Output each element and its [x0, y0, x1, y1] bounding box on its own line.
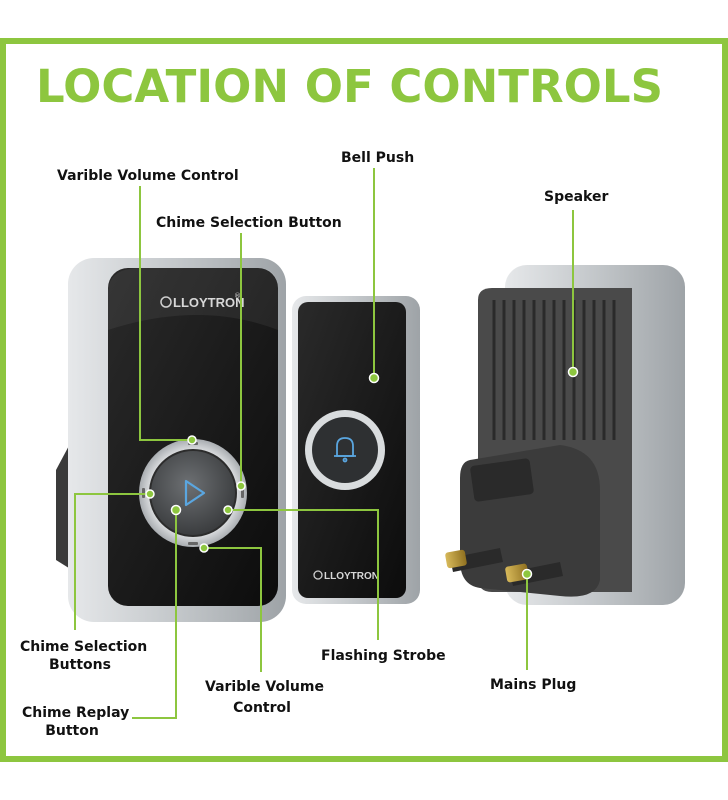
label-chime-selection-buttons-line2: Buttons: [49, 657, 111, 673]
bell-push-brand-logo: LLOYTRON: [313, 570, 379, 582]
replay-button[interactable]: [149, 449, 237, 537]
leader-lines: [74, 168, 574, 719]
label-speaker: Speaker: [544, 189, 609, 205]
label-chime-replay-line2: Button: [45, 723, 99, 739]
registered-icon: ®: [234, 292, 241, 300]
play-icon: [184, 479, 206, 507]
leader-chime-replay: [132, 510, 177, 719]
label-chime-selection-buttons-line1: Chime Selection: [20, 639, 148, 655]
label-mains-plug: Mains Plug: [490, 677, 577, 693]
label-chime-replay-line1: Chime Replay: [22, 705, 130, 721]
label-flashing-strobe: Flashing Strobe: [321, 648, 446, 664]
speaker-plug-unit: [445, 265, 685, 605]
label-varible-volume-bottom: Varible Volume Control: [205, 678, 324, 717]
diagram-title: LOCATION OF CONTROLS: [36, 60, 663, 113]
label-chime-selection-buttons: Chime Selection Buttons: [20, 638, 148, 674]
chime-brand-text: LLOYTRON: [173, 295, 245, 310]
earth-pin: [470, 458, 534, 502]
label-varible-volume-bottom-line1: Varible Volume: [205, 679, 324, 695]
label-chime-selection-button: Chime Selection Button: [156, 215, 342, 231]
leader-flashing-strobe: [228, 509, 379, 640]
mains-plug-pins: [445, 548, 563, 586]
label-bell-push: Bell Push: [341, 150, 415, 166]
leader-volume-top: [139, 186, 190, 441]
chime-brand-logo: LLOYTRON ®: [160, 292, 245, 310]
leader-chime-selection-buttons: [74, 493, 148, 630]
label-varible-volume-bottom-line2: Control: [233, 700, 291, 716]
bell-button[interactable]: [312, 417, 378, 483]
label-chime-replay: Chime Replay Button: [22, 704, 130, 740]
bell-push-unit: LLOYTRON: [292, 296, 420, 604]
leader-volume-bottom: [204, 547, 262, 672]
bell-icon: [334, 437, 356, 463]
leader-dots: [145, 366, 579, 580]
label-varible-volume-top: Varible Volume Control: [57, 168, 239, 184]
bell-push-brand-text: LLOYTRON: [324, 571, 379, 582]
